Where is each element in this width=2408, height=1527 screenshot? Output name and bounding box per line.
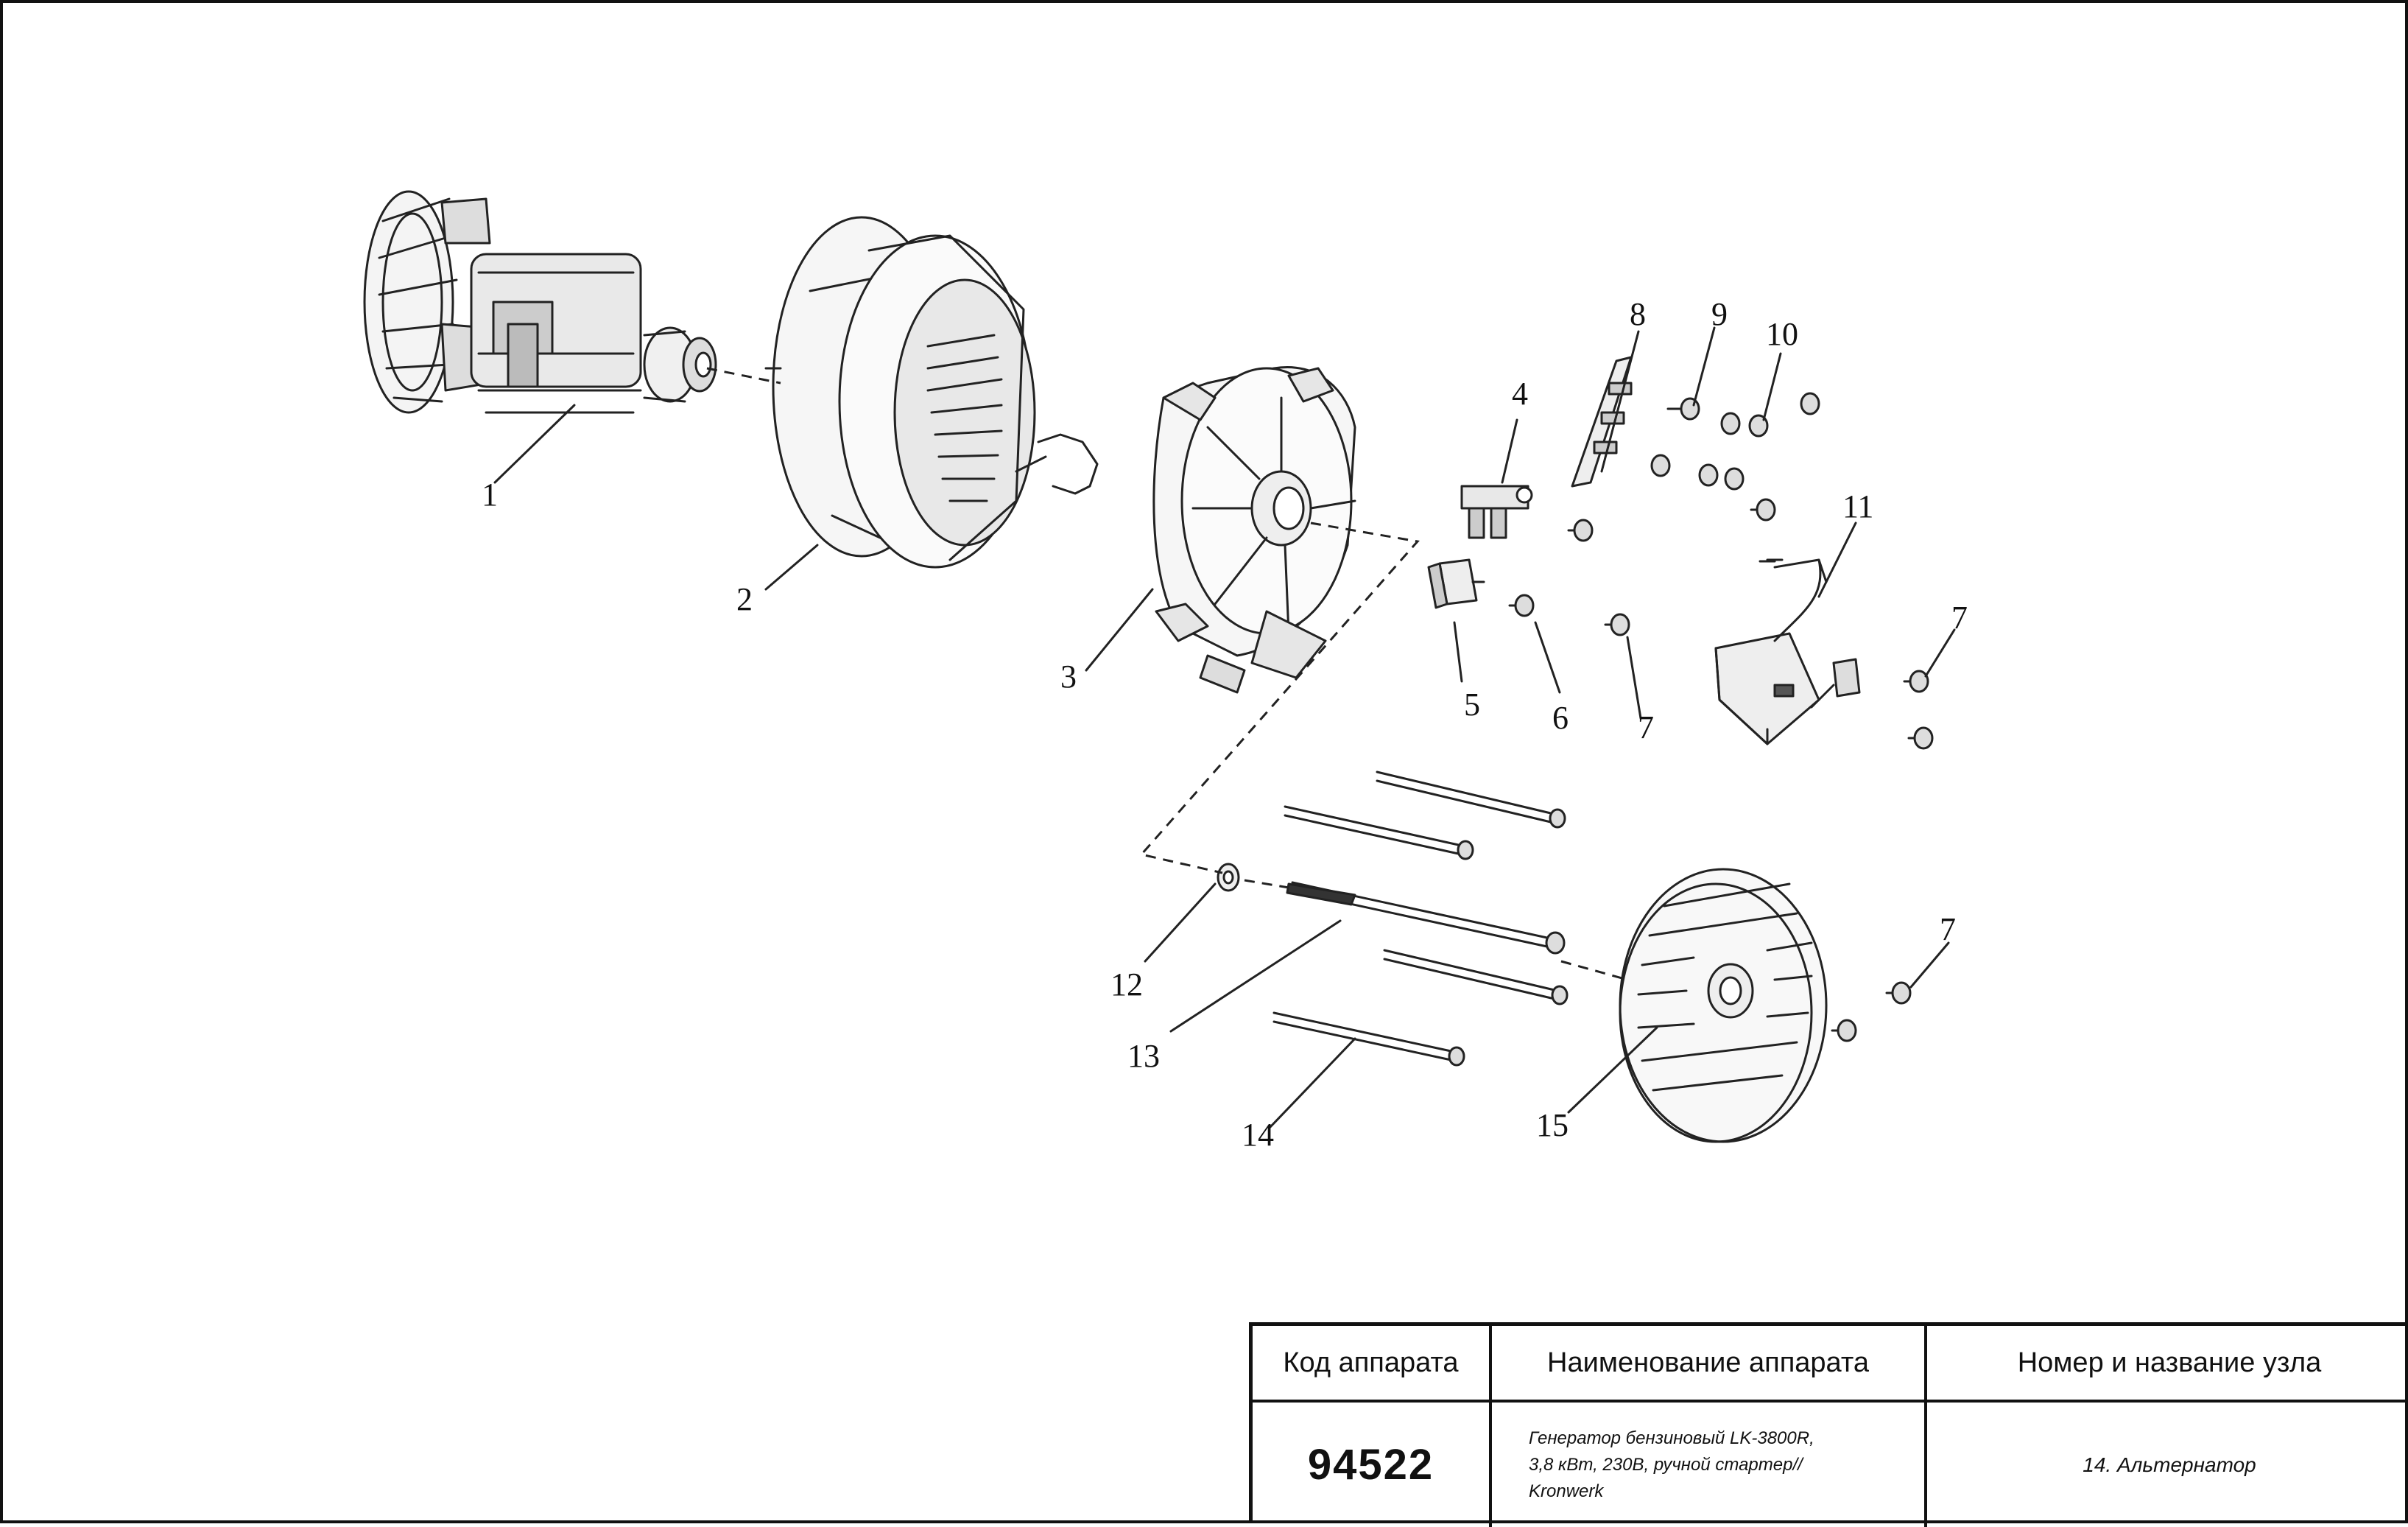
rear-cover-part-15	[1619, 868, 1828, 1143]
bolts-nuts-parts-9-10	[1650, 392, 1820, 491]
washer-part-12	[1217, 863, 1240, 892]
callout-11: 11	[1842, 488, 1873, 524]
divider	[1924, 1326, 1927, 1527]
title-block: Код аппарата Наименование аппарата Номер…	[1249, 1322, 2408, 1527]
callout-7a: 7	[1638, 709, 1654, 745]
unit-name-value: 14. Альтернатор	[2083, 1453, 2256, 1476]
header-device-code: Код аппарата	[1283, 1347, 1459, 1378]
tie-rods-parts-13-14	[1272, 770, 1569, 1067]
callout-14: 14	[1242, 1117, 1274, 1153]
callout-12: 12	[1110, 966, 1143, 1003]
terminal-strip-part-8	[1571, 356, 1633, 488]
callout-6: 6	[1552, 700, 1569, 736]
device-name-value: Генератор бензиновый LK-3800R, 3,8 кВт, …	[1492, 1403, 1924, 1527]
divider	[1253, 1400, 2408, 1403]
header-unit-name: Номер и название узла	[2017, 1347, 2322, 1378]
callout-7c: 7	[1940, 911, 1956, 947]
screws-parts-6-7	[1508, 498, 1934, 1042]
callout-2: 2	[736, 581, 753, 617]
callout-4: 4	[1512, 376, 1528, 412]
callout-3: 3	[1060, 659, 1077, 695]
callout-1: 1	[482, 477, 498, 513]
device-name-line-1: Генератор бензиновый LK-3800R,	[1529, 1428, 1814, 1448]
callout-5: 5	[1464, 687, 1480, 723]
callout-8: 8	[1630, 296, 1646, 332]
rectifier-part-5	[1427, 558, 1485, 609]
assembly-lines	[706, 367, 1628, 981]
callout-15: 15	[1536, 1107, 1569, 1143]
divider	[1489, 1326, 1492, 1527]
header-device-name: Наименование аппарата	[1547, 1347, 1869, 1378]
callout-labels: 1 2 3 4 5 6 7 8 9 10 11 7 12 13 14 15 7	[482, 296, 1968, 1153]
end-bracket-part-3	[1152, 366, 1356, 694]
leader-lines	[493, 326, 1956, 1128]
callout-9: 9	[1711, 296, 1728, 332]
brush-holder-part-4	[1460, 485, 1533, 539]
rotor-part-1	[363, 190, 717, 414]
callout-13: 13	[1127, 1038, 1160, 1074]
callout-7b: 7	[1951, 600, 1968, 636]
device-code-value: 94522	[1307, 1441, 1434, 1489]
device-name-line-2: 3,8 кВт, 230В, ручной стартер//	[1529, 1454, 1803, 1475]
stator-part-2	[764, 216, 1099, 569]
callout-10: 10	[1766, 316, 1798, 352]
device-name-line-3: Kronwerk	[1529, 1481, 1604, 1501]
avr-module-part-11	[1714, 558, 1861, 745]
